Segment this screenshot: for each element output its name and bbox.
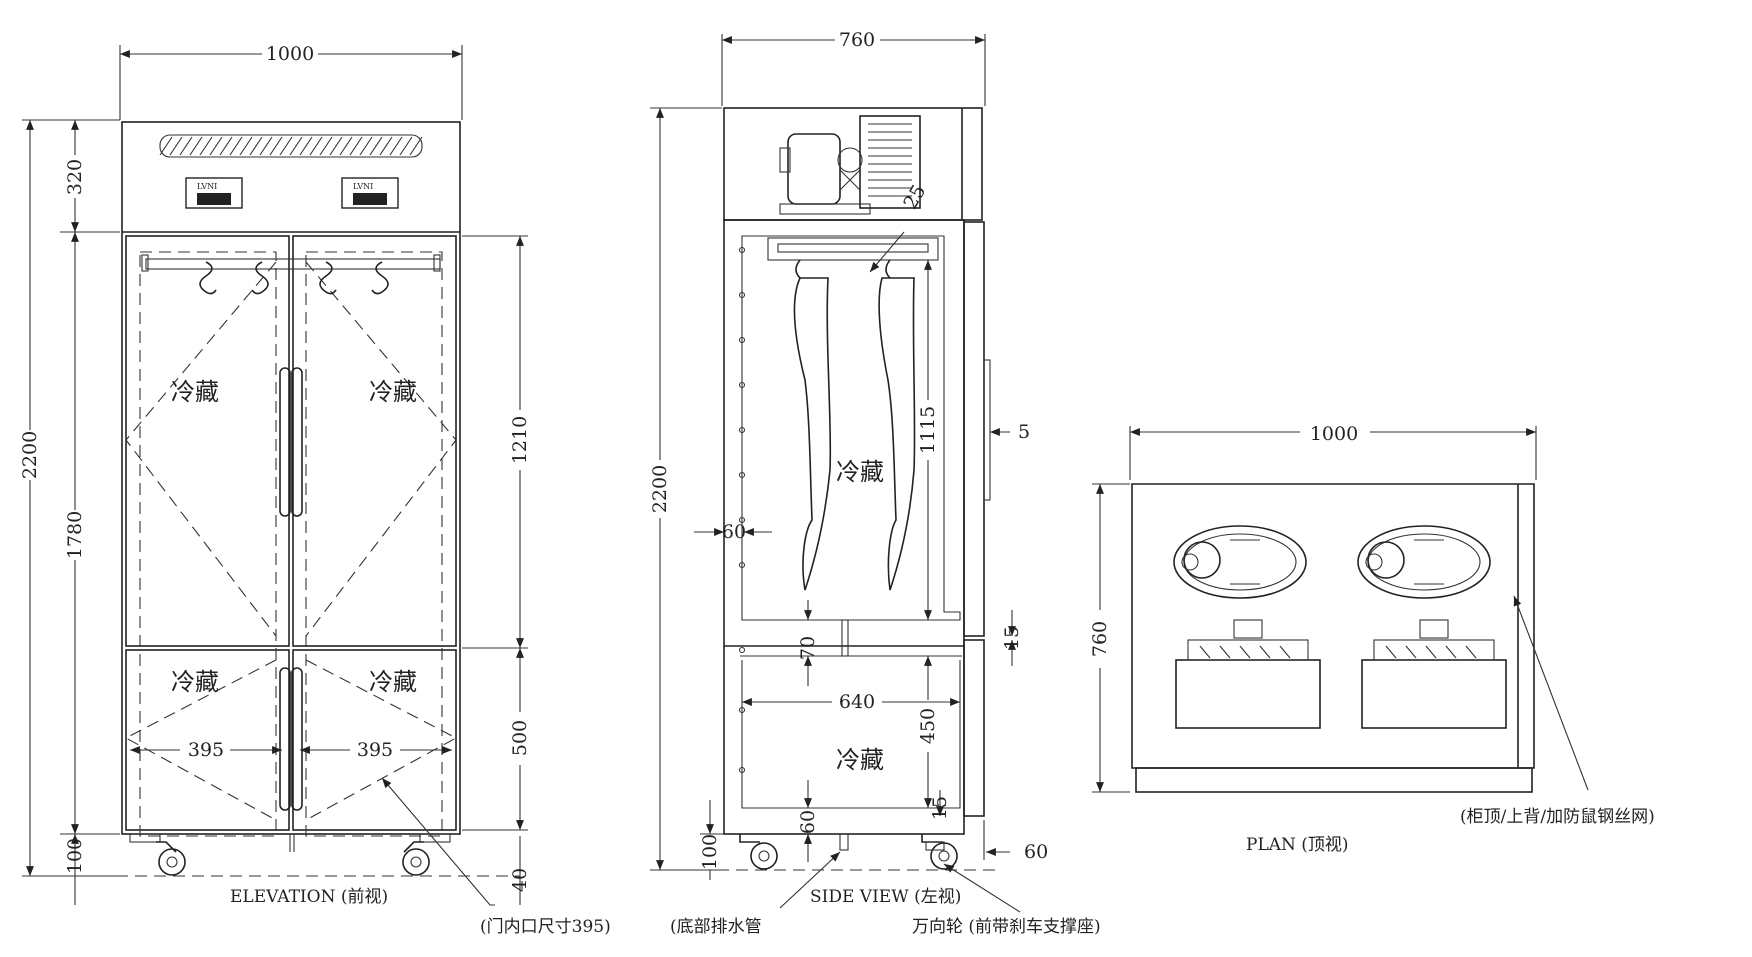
bottom-60-label: 60 — [797, 810, 819, 834]
lower-door-height-label: 500 — [509, 720, 531, 756]
condenser-right — [1361, 619, 1507, 729]
meat-hooks-front — [199, 261, 389, 295]
compartment-label-upper-right: 冷藏 — [369, 378, 417, 406]
side-view: 760 — [649, 29, 1101, 937]
gap-15-label: 15 — [1001, 626, 1023, 650]
caster-label: 40 — [509, 868, 531, 892]
elevation-foot-height-label: 100 — [64, 838, 86, 874]
side-caster-right — [921, 834, 958, 870]
top-height-label: 320 — [64, 159, 86, 195]
plan-view: 1000 760 — [1089, 423, 1655, 855]
plan-top-note: (柜顶/上背/加防鼠钢丝网) — [1460, 807, 1655, 827]
hanging-meat — [793, 259, 916, 591]
caster-left — [129, 833, 186, 876]
wall-thickness-label: 60 — [722, 521, 746, 543]
compressor-top-left — [1173, 525, 1307, 599]
elevation-width-label: 1000 — [266, 43, 314, 65]
side-compartment-upper: 冷藏 — [836, 458, 884, 486]
door-inner-size-note: (门内口尺寸395) — [480, 917, 611, 937]
drain-note: (底部排水管 — [670, 917, 762, 937]
side-foot-height-label: 100 — [699, 834, 721, 870]
caster-right — [402, 833, 451, 876]
controller-right: LVNI — [341, 177, 399, 209]
compressor-unit — [779, 115, 921, 215]
lower-width-label: 640 — [839, 691, 875, 713]
elevation-view: 1000 LVNI LVNI — [19, 43, 611, 937]
side-compartment-lower: 冷藏 — [836, 746, 884, 774]
logo-left: LVNI — [197, 182, 217, 191]
compartment-label-lower-right: 冷藏 — [369, 668, 417, 696]
side-depth-label: 760 — [839, 29, 875, 51]
inner-height-label: 1115 — [917, 406, 939, 454]
inner-width-right-label: 395 — [357, 739, 393, 761]
caster-note: 万向轮 (前带刹车支撑座) — [912, 917, 1101, 937]
elevation-caption: ELEVATION (前视) — [230, 887, 388, 907]
compartment-label-lower-left: 冷藏 — [171, 668, 219, 696]
side-caption: SIDE VIEW (左视) — [810, 887, 961, 907]
bottom-15-label: 15 — [929, 796, 951, 820]
side-overall-height-label: 2200 — [649, 465, 671, 513]
lower-height-label: 450 — [917, 708, 939, 744]
vent-louvers — [159, 134, 423, 158]
door-gap-label: 5 — [1018, 421, 1030, 443]
compressor-top-right — [1357, 525, 1491, 599]
gap-70-label: 70 — [797, 636, 819, 660]
logo-right: LVNI — [353, 182, 373, 191]
wall-bolts — [738, 246, 746, 774]
side-caster-left — [739, 834, 778, 870]
controller-left: LVNI — [185, 177, 243, 209]
plan-depth-label: 760 — [1089, 621, 1111, 657]
plan-caption: PLAN (顶视) — [1246, 835, 1349, 855]
upper-door-height-label: 1210 — [509, 416, 531, 464]
body-height-label: 1780 — [64, 511, 86, 559]
condenser-left — [1175, 619, 1321, 729]
elevation-overall-height-label: 2200 — [19, 431, 41, 479]
door-depth-label: 60 — [1024, 841, 1048, 863]
compartment-label-upper-left: 冷藏 — [171, 378, 219, 406]
inner-width-left-label: 395 — [188, 739, 224, 761]
plan-width-label: 1000 — [1310, 423, 1358, 445]
